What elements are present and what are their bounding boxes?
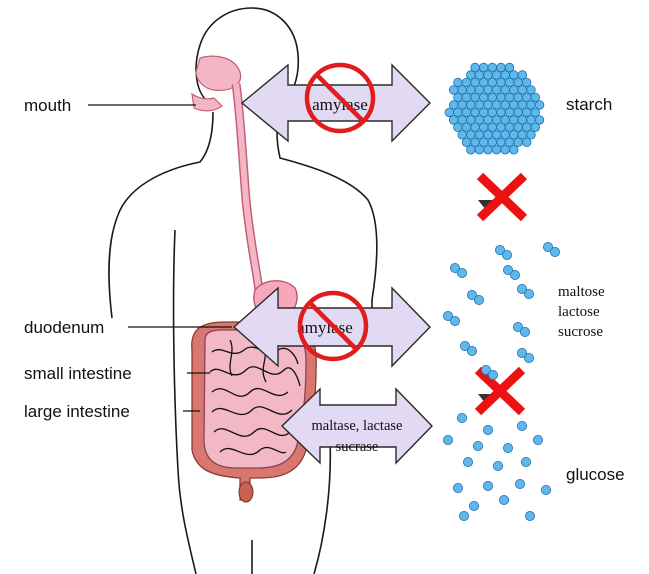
molecule-bead bbox=[533, 434, 544, 445]
disaccharide-molecules bbox=[442, 241, 561, 380]
molecule-bead bbox=[492, 460, 503, 471]
starch-molecule-cluster bbox=[444, 62, 545, 155]
molecule-bead bbox=[522, 77, 532, 88]
molecule-bead bbox=[530, 92, 541, 103]
leader-lines bbox=[88, 104, 232, 412]
molecule-bead bbox=[524, 288, 535, 299]
molecule-bead bbox=[449, 262, 460, 273]
molecule-bead bbox=[459, 340, 470, 351]
molecule-bead bbox=[482, 480, 493, 491]
molecule-bead bbox=[472, 440, 483, 451]
small-intestine-label: small intestine bbox=[24, 364, 132, 383]
molecule-bead bbox=[520, 326, 531, 337]
molecule-bead bbox=[526, 85, 536, 95]
molecule-bead bbox=[456, 412, 467, 423]
prohibit-icon bbox=[304, 62, 376, 134]
molecule-bead bbox=[517, 347, 528, 358]
disaccharidase-label-line1: maltase, lactase bbox=[312, 418, 403, 434]
duodenum-amylase-arrow: amylase bbox=[232, 286, 431, 368]
molecule-bead bbox=[517, 70, 528, 80]
molecule-bead bbox=[466, 145, 476, 155]
duodenum-label: duodenum bbox=[24, 318, 104, 337]
sucrose-label: sucrose bbox=[558, 324, 603, 340]
molecule-bead bbox=[466, 289, 477, 300]
molecule-bead bbox=[550, 246, 561, 257]
molecule-bead bbox=[541, 484, 552, 495]
organ-labels: mouth duodenum small intestine large int… bbox=[24, 96, 132, 421]
molecule-bead bbox=[483, 145, 493, 155]
mouth-label: mouth bbox=[24, 96, 71, 115]
molecule-bead bbox=[501, 249, 512, 260]
molecule-bead bbox=[530, 122, 541, 133]
molecule-bead bbox=[543, 241, 554, 252]
molecule-bead bbox=[502, 264, 513, 275]
maltose-label: maltose bbox=[558, 284, 605, 300]
molecule-bead bbox=[534, 100, 545, 110]
esophagus bbox=[231, 83, 264, 291]
glucose-label: glucose bbox=[566, 465, 625, 484]
prohibit-icon bbox=[297, 290, 369, 362]
molecule-bead bbox=[480, 364, 491, 375]
molecule-bead bbox=[498, 494, 509, 505]
molecule-bead bbox=[473, 294, 484, 305]
molecule-bead bbox=[534, 115, 545, 125]
glucose-molecules bbox=[442, 412, 552, 521]
molecule-bead bbox=[452, 482, 463, 493]
molecule-bead bbox=[525, 510, 536, 521]
lactose-label: lactose bbox=[558, 304, 600, 320]
molecule-bead bbox=[524, 352, 535, 363]
mouth-amylase-arrow: amylase bbox=[240, 62, 431, 143]
molecule-bead bbox=[458, 510, 469, 521]
molecule-bead bbox=[482, 424, 493, 435]
molecule-bead bbox=[517, 420, 528, 431]
molecule-bead bbox=[502, 442, 513, 453]
disaccharidase-label-line2: sucrase bbox=[336, 439, 379, 455]
molecule-bead bbox=[509, 269, 520, 280]
red-x-icon bbox=[474, 366, 526, 416]
molecule-bead bbox=[526, 130, 536, 140]
large-intestine-label: large intestine bbox=[24, 402, 130, 421]
molecule-bead bbox=[491, 145, 502, 155]
molecule-bead bbox=[509, 145, 519, 155]
molecule-bead bbox=[442, 310, 453, 321]
molecule-bead bbox=[474, 145, 485, 155]
molecule-bead bbox=[530, 107, 541, 118]
oral-cavity bbox=[191, 55, 242, 112]
intestinal-enzyme-arrow: maltase, lactase sucrase bbox=[280, 387, 433, 465]
small-intestine bbox=[203, 329, 307, 469]
molecule-bead bbox=[487, 369, 498, 380]
red-x-icon bbox=[476, 172, 528, 222]
substrate-labels: starch maltose lactose sucrose glucose bbox=[558, 95, 625, 484]
molecule-bead bbox=[521, 456, 532, 467]
starch-label: starch bbox=[566, 95, 612, 114]
molecule-bead bbox=[462, 456, 473, 467]
molecule-bead bbox=[522, 137, 532, 148]
molecule-bead bbox=[515, 478, 526, 489]
molecule-bead bbox=[468, 500, 479, 511]
molecule-bead bbox=[449, 315, 460, 326]
molecule-bead bbox=[466, 345, 477, 356]
molecule-bead bbox=[500, 145, 510, 155]
molecule-bead bbox=[494, 244, 505, 255]
molecule-bead bbox=[456, 267, 467, 278]
molecule-bead bbox=[513, 321, 524, 332]
molecule-bead bbox=[504, 62, 515, 73]
molecule-bead bbox=[517, 283, 528, 294]
molecule-bead bbox=[442, 434, 453, 445]
